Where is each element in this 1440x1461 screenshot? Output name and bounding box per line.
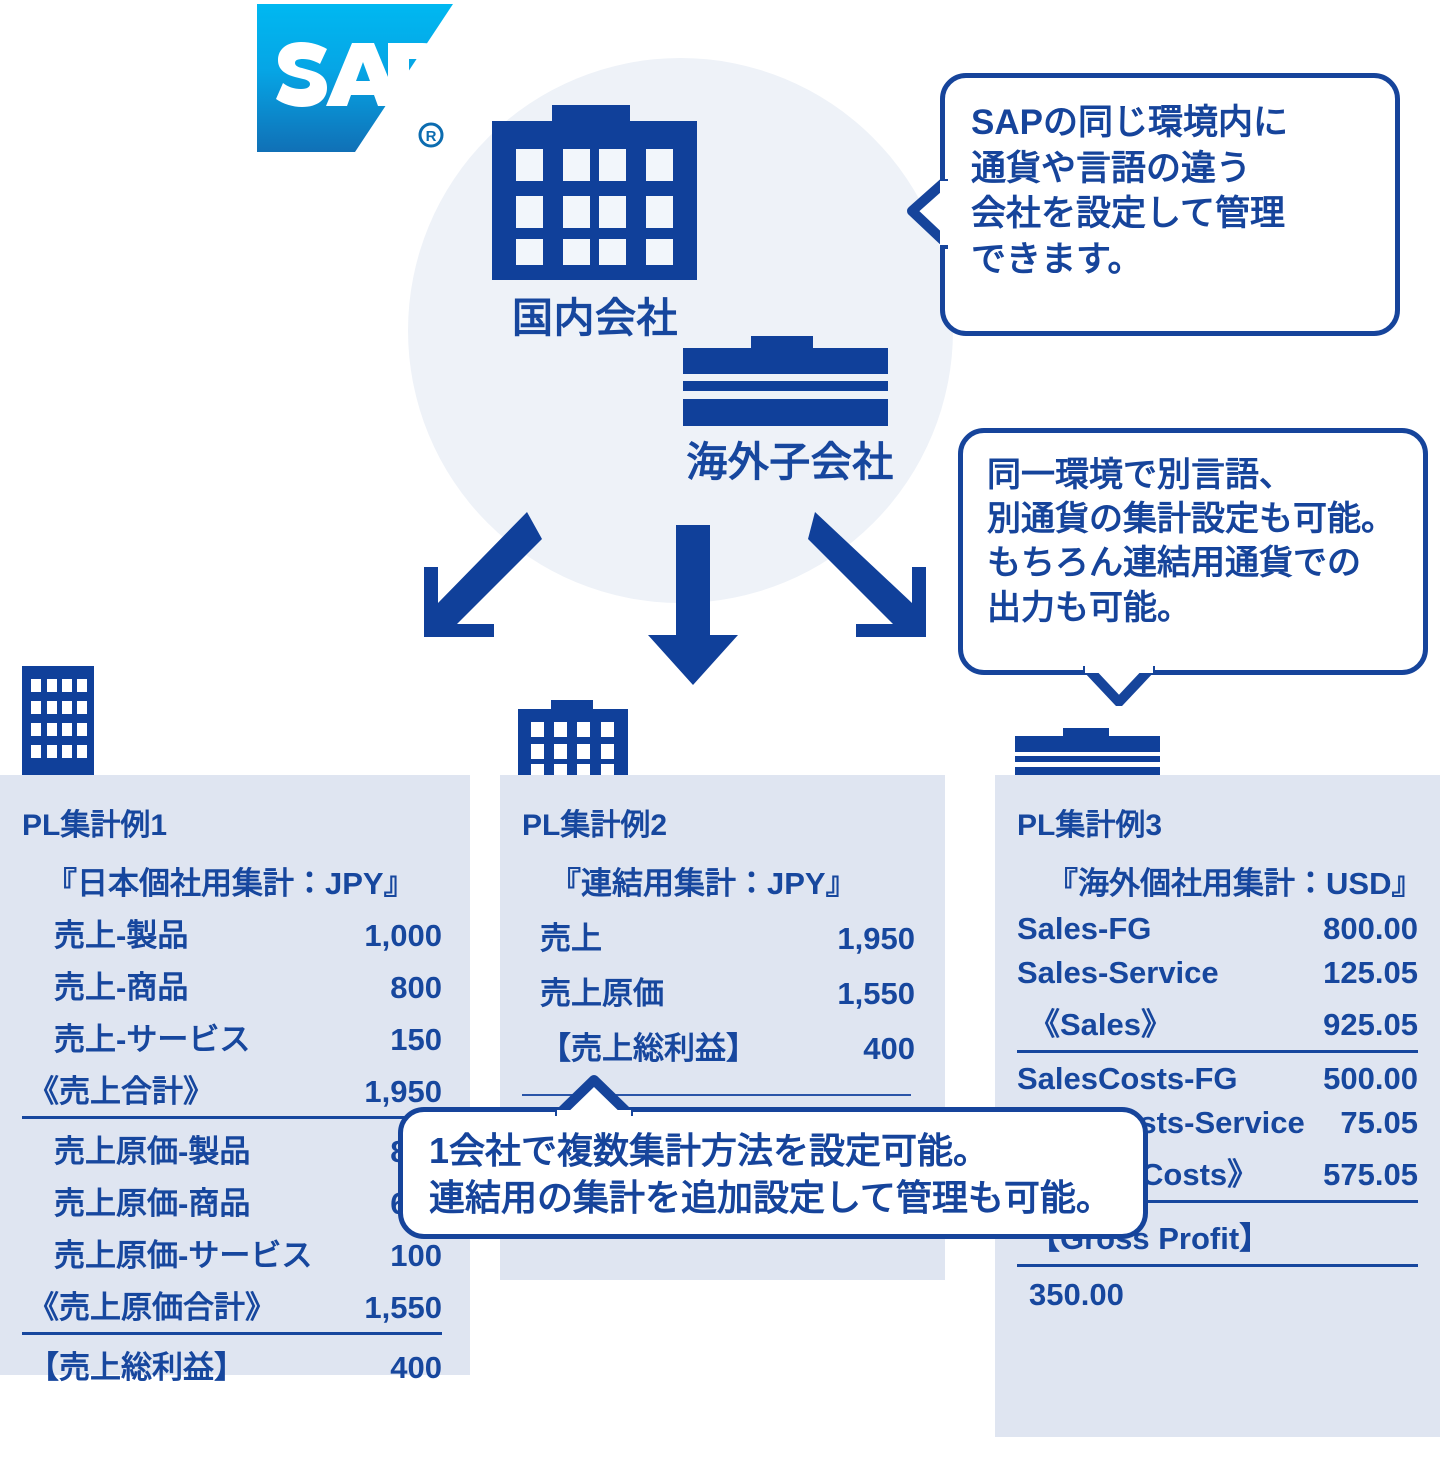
row-label: 売上-製品 bbox=[54, 918, 189, 953]
table-row: 【売上総利益】 400 bbox=[522, 1023, 915, 1068]
row-divider bbox=[522, 1094, 911, 1096]
table-row: 売上原価-商品650 bbox=[22, 1178, 442, 1223]
row-label: 売上原価-サービス bbox=[54, 1238, 313, 1273]
callout-bubble-1: SAPの同じ環境内に 通貨や言語の違う 会社を設定して管理 できます。 bbox=[907, 73, 1400, 336]
panel-1-subtitle: 『日本個社用集計：JPY』 bbox=[46, 866, 415, 901]
table-row: 売上-サービス 150 bbox=[22, 1014, 442, 1059]
callout-bubble-2-line-3: もちろん連結用通貨での bbox=[987, 544, 1361, 583]
row-divider bbox=[1017, 1264, 1418, 1267]
table-row: 売上 1,950 bbox=[522, 913, 915, 958]
table-row: 《Sales》 925.05 bbox=[1017, 999, 1418, 1044]
row-value: 500.00 bbox=[1323, 1061, 1418, 1096]
panel-2-title: PL集計例2 bbox=[522, 809, 668, 842]
arrow-down-right-icon bbox=[808, 512, 938, 642]
row-value: 100 bbox=[390, 1238, 442, 1273]
arrow-down-icon bbox=[648, 525, 738, 685]
callout-bubble-2-tail bbox=[1082, 663, 1156, 707]
table-row: 売上-商品 800 bbox=[22, 962, 442, 1007]
row-value: 75.05 bbox=[1340, 1105, 1418, 1140]
arrow-down-left-icon bbox=[420, 512, 550, 642]
row-value: 1,950 bbox=[837, 921, 915, 956]
overseas-subsidiary-building-icon bbox=[683, 336, 888, 426]
panel-2-building-icon bbox=[518, 700, 628, 780]
row-value: 400 bbox=[390, 1350, 442, 1385]
callout-bubble-3-line-2: 連結用の集計を追加設定して管理も可能。 bbox=[429, 1176, 1112, 1218]
panel-1-title: PL集計例1 bbox=[22, 809, 168, 842]
row-label: 《売上原価合計》 bbox=[28, 1290, 276, 1325]
table-row: 350.00 bbox=[1017, 1277, 1418, 1313]
panel-2-subtitle: 『連結用集計：JPY』 bbox=[550, 866, 857, 901]
row-value: 575.05 bbox=[1323, 1157, 1418, 1192]
pl-panel-3: PL集計例3 『海外個社用集計：USD』 Sales-FG 800.00 Sale… bbox=[995, 775, 1440, 1437]
row-label: 売上原価 bbox=[540, 976, 664, 1011]
callout-bubble-2-line-1: 同一環境で別言語、 bbox=[987, 456, 1293, 494]
row-label: 【売上総利益】 bbox=[540, 1031, 757, 1066]
table-row: Sales-FG 800.00 bbox=[1017, 911, 1418, 947]
row-label: 《Sales》 bbox=[1029, 1007, 1173, 1042]
row-value: 125.05 bbox=[1323, 955, 1418, 990]
callout-bubble-2: 同一環境で別言語、 別通貨の集計設定も可能。 もちろん連結用通貨での 出力も可能… bbox=[958, 428, 1428, 707]
row-value: 1,550 bbox=[837, 976, 915, 1011]
row-label: SalesCosts-FG bbox=[1017, 1061, 1238, 1096]
callout-bubble-3-line-1: 1会社で複数集計方法を設定可能。 bbox=[429, 1130, 990, 1171]
table-row: 売上原価-製品800 bbox=[22, 1126, 442, 1171]
panel-1-building-icon bbox=[22, 666, 94, 778]
callout-bubble-2-line-2: 別通貨の集計設定も可能。 bbox=[987, 500, 1395, 539]
row-label: 売上-商品 bbox=[54, 970, 189, 1005]
callout-bubble-1-line-3: 会社を設定して管理 bbox=[971, 194, 1285, 233]
row-label: 《売上合計》 bbox=[28, 1074, 214, 1109]
registered-mark-icon: R bbox=[418, 122, 444, 148]
row-label: 売上 bbox=[540, 921, 602, 956]
table-row: 《売上合計》 1,950 bbox=[22, 1066, 442, 1111]
row-label: Sales-Service bbox=[1017, 955, 1219, 990]
row-label: 売上原価-製品 bbox=[54, 1134, 251, 1169]
table-row: 売上原価 1,550 bbox=[522, 968, 915, 1013]
row-label: 【売上総利益】 bbox=[28, 1350, 245, 1385]
pl-panel-1: PL集計例1 『日本個社用集計：JPY』 売上-製品 1,000 売上-商品 800… bbox=[0, 775, 470, 1385]
row-value: 1,950 bbox=[364, 1074, 442, 1109]
row-value: 1,550 bbox=[364, 1290, 442, 1325]
row-value: 150 bbox=[390, 1022, 442, 1057]
callout-bubble-1-line-2: 通貨や言語の違う bbox=[971, 148, 1252, 188]
row-value: 925.05 bbox=[1323, 1007, 1418, 1042]
callout-bubble-2-line-4: 出力も可能。 bbox=[987, 588, 1191, 627]
row-value: 1,000 bbox=[364, 918, 442, 953]
callout-bubble-1-tail bbox=[906, 174, 953, 250]
panel-3-subtitle: 『海外個社用集計：USD』 bbox=[1047, 866, 1423, 901]
row-label: 売上-サービス bbox=[54, 1022, 251, 1057]
table-row: 《売上原価合計》 1,550 bbox=[22, 1282, 442, 1327]
panel-1-rows: 売上-製品 1,000 売上-商品 800 売上-サービス 150 《売上合計》 1,9… bbox=[22, 910, 442, 1387]
row-value: 800 bbox=[390, 970, 442, 1005]
row-divider bbox=[22, 1116, 442, 1119]
row-value: 400 bbox=[863, 1031, 915, 1066]
svg-text:R: R bbox=[426, 128, 437, 145]
table-row: 売上-製品 1,000 bbox=[22, 910, 442, 955]
panel-3-building-icon bbox=[1015, 728, 1160, 780]
row-label: 売上原価-商品 bbox=[54, 1186, 251, 1221]
panel-2-rows: 売上 1,950 売上原価 1,550 【売上総利益】 400 bbox=[522, 913, 915, 1096]
domestic-company-label: 国内会社 bbox=[512, 295, 678, 341]
table-row: 売上原価-サービス 100 bbox=[22, 1230, 442, 1275]
table-row: SalesCosts-FG 500.00 bbox=[1017, 1061, 1418, 1097]
table-row: 【売上総利益】 400 bbox=[22, 1342, 442, 1387]
row-label: 350.00 bbox=[1029, 1277, 1124, 1312]
sap-logo: R bbox=[257, 4, 453, 152]
callout-bubble-1-line-4: できます。 bbox=[971, 239, 1143, 279]
table-row: Sales-Service 125.05 bbox=[1017, 955, 1418, 991]
overseas-subsidiary-label: 海外子会社 bbox=[686, 439, 894, 485]
row-divider bbox=[1017, 1200, 1418, 1203]
row-value: 800.00 bbox=[1323, 911, 1418, 946]
panel-3-title: PL集計例3 bbox=[1017, 809, 1163, 842]
row-label: Sales-FG bbox=[1017, 911, 1152, 946]
callout-bubble-3-tail bbox=[554, 1074, 634, 1119]
row-divider bbox=[22, 1332, 442, 1335]
callout-bubble-1-line-1: SAPの同じ環境内に bbox=[971, 103, 1288, 142]
domestic-company-building-icon bbox=[492, 105, 697, 280]
callout-bubble-3: 1会社で複数集計方法を設定可能。 連結用の集計を追加設定して管理も可能。 bbox=[398, 1075, 1148, 1239]
row-divider bbox=[1017, 1050, 1418, 1053]
